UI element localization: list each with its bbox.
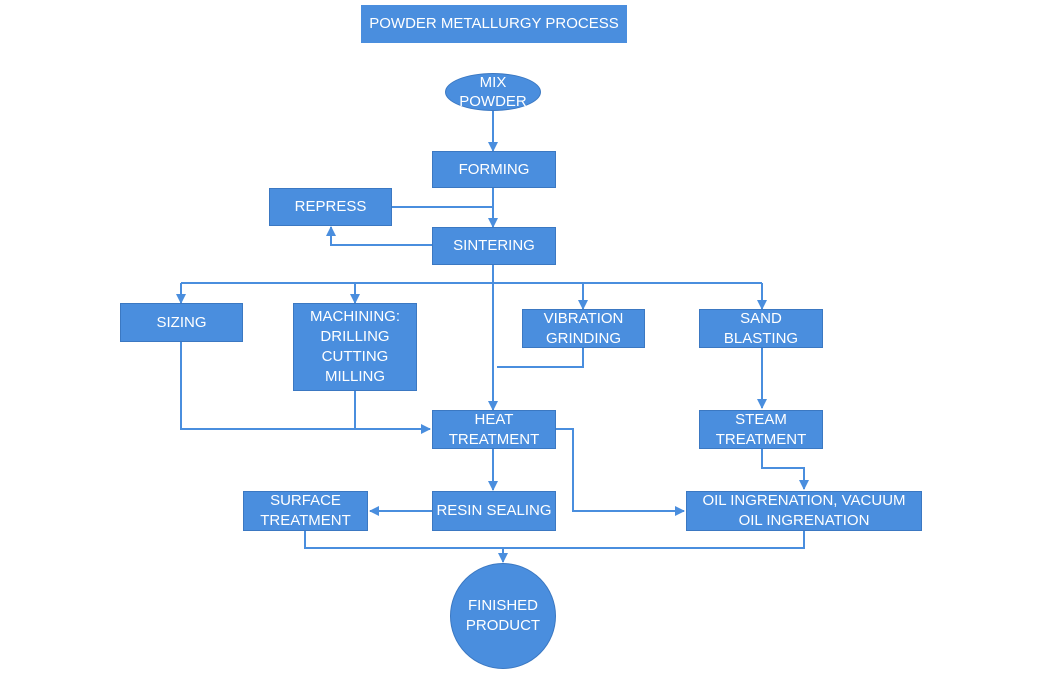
node-steam-treatment: STEAM TREATMENT bbox=[699, 410, 823, 449]
node-finished-product: FINISHED PRODUCT bbox=[450, 563, 556, 669]
connector-vibration-to-heat bbox=[497, 348, 584, 368]
node-surface-treatment: SURFACE TREATMENT bbox=[243, 491, 368, 531]
connector-heat-to-oil bbox=[556, 428, 685, 516]
node-repress: REPRESS bbox=[269, 188, 392, 226]
connector-sintering-to-repress bbox=[326, 226, 432, 246]
node-resin-sealing: RESIN SEALING bbox=[432, 491, 556, 531]
node-machining: MACHINING: DRILLING CUTTING MILLING bbox=[293, 303, 417, 391]
node-vibration-grinding: VIBRATION GRINDING bbox=[522, 309, 645, 348]
node-sintering: SINTERING bbox=[432, 227, 556, 265]
connector-steam-to-oil bbox=[761, 449, 809, 490]
node-mix-powder: MIX POWDER bbox=[445, 73, 541, 111]
node-heat-treatment: HEAT TREATMENT bbox=[432, 410, 556, 449]
page-title: POWDER METALLURGY PROCESS bbox=[361, 5, 627, 43]
node-sizing: SIZING bbox=[120, 303, 243, 342]
connector-surface-to-bus bbox=[304, 531, 805, 549]
node-forming: FORMING bbox=[432, 151, 556, 188]
node-sand-blasting: SAND BLASTING bbox=[699, 309, 823, 348]
node-oil-ingrenation: OIL INGRENATION, VACUUM OIL INGRENATION bbox=[686, 491, 922, 531]
connector-sizing-to-heat bbox=[180, 342, 431, 434]
